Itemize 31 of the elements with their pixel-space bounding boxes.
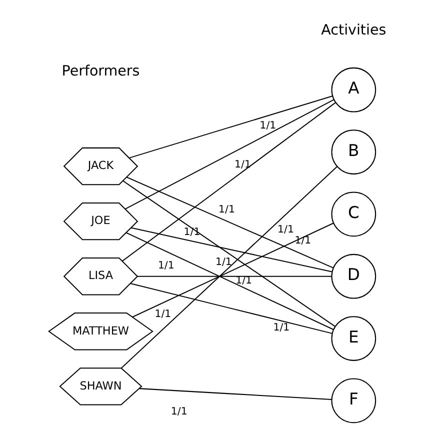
node-circle: A xyxy=(330,67,376,112)
label: Performers xyxy=(61,63,140,80)
connector xyxy=(126,176,334,268)
connector xyxy=(130,227,332,272)
connector xyxy=(122,180,335,327)
edge-label: 1/1 xyxy=(259,120,276,132)
connector xyxy=(136,276,331,277)
connector xyxy=(132,222,334,318)
connector xyxy=(120,166,337,368)
edge-label: 1/1 xyxy=(170,406,187,418)
edge-label: 1/1 xyxy=(218,204,234,216)
edge-label: 1/1 xyxy=(215,257,232,268)
node-circle: C xyxy=(330,192,376,237)
node-circle: D xyxy=(330,254,376,299)
node-circle: F xyxy=(330,378,376,424)
node-circle: B xyxy=(330,130,376,174)
edge-label: 1/1 xyxy=(157,260,174,272)
edge-label: 1/1 xyxy=(183,226,200,238)
label: Activities xyxy=(320,22,386,39)
connector xyxy=(130,283,332,334)
node-circle: E xyxy=(330,316,376,361)
connector xyxy=(128,95,332,158)
connector xyxy=(126,232,334,330)
edge-label: 1/1 xyxy=(272,322,290,334)
edge-label: 1/1 xyxy=(154,308,171,320)
edge-label: 1/1 xyxy=(294,235,311,246)
connector xyxy=(121,102,336,262)
edge-label: 1/1 xyxy=(234,160,250,171)
connector xyxy=(138,388,332,400)
connector xyxy=(124,99,334,210)
edge-label: 1/1 xyxy=(277,224,294,236)
